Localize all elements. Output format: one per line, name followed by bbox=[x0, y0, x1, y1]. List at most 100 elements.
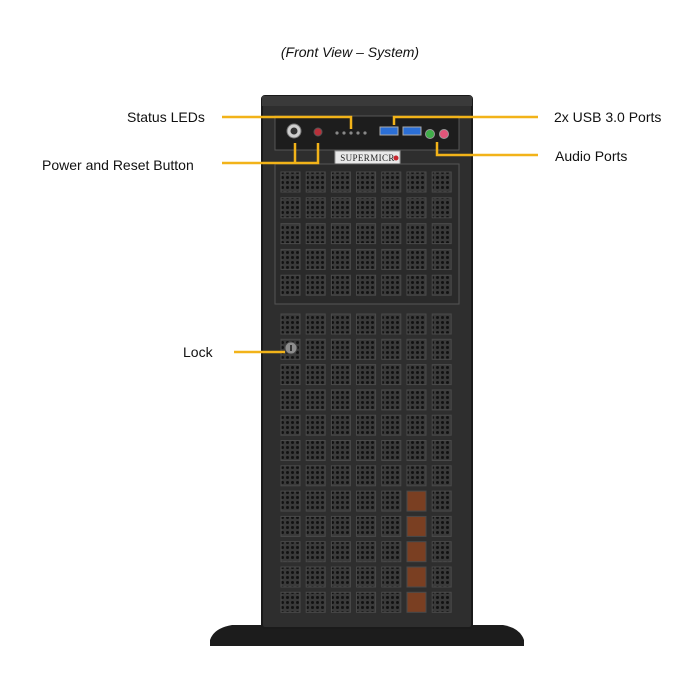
grille-cell bbox=[431, 313, 452, 335]
grille-cell bbox=[280, 541, 301, 563]
grille-cell bbox=[330, 591, 351, 613]
grille-cell bbox=[356, 515, 377, 537]
grille-cell bbox=[381, 566, 402, 588]
status-led bbox=[335, 131, 339, 135]
grille-cell bbox=[406, 338, 427, 360]
usb-callout bbox=[392, 115, 538, 125]
grille-cell bbox=[330, 274, 351, 296]
grille-cell bbox=[431, 490, 452, 512]
grille-cell bbox=[305, 465, 326, 487]
grille-cell bbox=[431, 465, 452, 487]
grille-cell bbox=[280, 389, 301, 411]
status-led bbox=[349, 131, 353, 135]
figure-caption: (Front View – System) bbox=[280, 44, 420, 60]
grille-cell bbox=[305, 440, 326, 461]
grille-cell bbox=[305, 566, 326, 588]
grille-cell bbox=[356, 566, 377, 588]
grille-cell bbox=[356, 490, 377, 512]
grille-cell bbox=[356, 223, 377, 245]
status-leds-label: Status LEDs bbox=[127, 109, 205, 125]
grille-cell bbox=[280, 440, 301, 461]
grille-cell bbox=[381, 541, 402, 563]
grille-cell bbox=[356, 313, 377, 335]
grille-cell bbox=[381, 223, 402, 245]
power-reset-callout bbox=[222, 143, 320, 165]
grille-cell bbox=[431, 248, 452, 270]
grille-cell bbox=[356, 414, 377, 436]
grille-cell bbox=[381, 591, 402, 613]
power-reset-label: Power and Reset Button bbox=[42, 157, 194, 173]
grille-cell bbox=[330, 515, 351, 537]
grille-cell bbox=[356, 274, 377, 296]
grille-cell bbox=[330, 414, 351, 436]
grille-cell bbox=[305, 364, 326, 386]
grille-cell bbox=[330, 197, 351, 219]
status-led bbox=[342, 131, 346, 135]
grille-cell bbox=[305, 248, 326, 270]
audio-callout bbox=[435, 142, 538, 157]
grille-cell bbox=[280, 490, 301, 512]
grille-cell bbox=[280, 515, 301, 537]
grille-cell bbox=[280, 591, 301, 613]
audio-port bbox=[425, 129, 435, 139]
grille-cell bbox=[381, 197, 402, 219]
usb-port bbox=[379, 126, 399, 136]
grille-cell bbox=[356, 440, 377, 461]
grille-cell bbox=[406, 465, 427, 487]
grille-cell bbox=[305, 197, 326, 219]
grille-cell bbox=[330, 171, 351, 193]
grille-cell bbox=[280, 364, 301, 386]
grille-cell bbox=[406, 248, 427, 270]
grille-cell bbox=[356, 465, 377, 487]
grille-cell bbox=[431, 223, 452, 245]
grille-cell bbox=[381, 248, 402, 270]
grille-cell bbox=[305, 414, 326, 436]
grille-cell bbox=[330, 490, 351, 512]
grille-cell bbox=[305, 490, 326, 512]
grille-cell bbox=[330, 566, 351, 588]
grille-cell bbox=[280, 465, 301, 487]
grille-cell bbox=[431, 364, 452, 386]
grille-cell bbox=[431, 171, 452, 193]
audio-port bbox=[439, 129, 449, 139]
grille-cell bbox=[356, 197, 377, 219]
grille-cell bbox=[305, 171, 326, 193]
grille-cell bbox=[305, 223, 326, 245]
chassis-foot bbox=[210, 625, 524, 646]
grille-cell bbox=[406, 223, 427, 245]
grille-cell bbox=[381, 338, 402, 360]
grille-cell bbox=[280, 274, 301, 296]
grille-cell bbox=[381, 515, 402, 537]
grille-cell bbox=[305, 338, 326, 360]
grille-cell bbox=[280, 248, 301, 270]
grille-cell bbox=[305, 274, 326, 296]
grille-cell bbox=[280, 566, 301, 588]
status-led bbox=[363, 131, 367, 135]
grille-cell bbox=[431, 414, 452, 436]
grille-cell bbox=[330, 248, 351, 270]
grille-cell bbox=[280, 414, 301, 436]
grille-cell bbox=[280, 197, 301, 219]
grille-cell bbox=[330, 389, 351, 411]
grille-cell bbox=[330, 440, 351, 461]
status-led bbox=[356, 131, 360, 135]
grille-cell bbox=[406, 364, 427, 386]
grille-cell bbox=[381, 414, 402, 436]
reset-button bbox=[313, 127, 323, 137]
status-leds-callout bbox=[222, 115, 353, 129]
grille-cell bbox=[305, 541, 326, 563]
grille-cell bbox=[406, 566, 427, 588]
grille-cell bbox=[330, 364, 351, 386]
grille-cell bbox=[406, 171, 427, 193]
grille-cell bbox=[406, 490, 427, 512]
audio-ports-label: Audio Ports bbox=[555, 148, 628, 164]
grille-cell bbox=[406, 274, 427, 296]
grille-cell bbox=[406, 197, 427, 219]
grille-cell bbox=[431, 197, 452, 219]
grille-cell bbox=[305, 591, 326, 613]
grille-cell bbox=[406, 389, 427, 411]
svg-text:SUPERMICR: SUPERMICR bbox=[340, 153, 395, 163]
grille-cell bbox=[406, 515, 427, 537]
grille-cell bbox=[305, 313, 326, 335]
grille-cell bbox=[381, 364, 402, 386]
